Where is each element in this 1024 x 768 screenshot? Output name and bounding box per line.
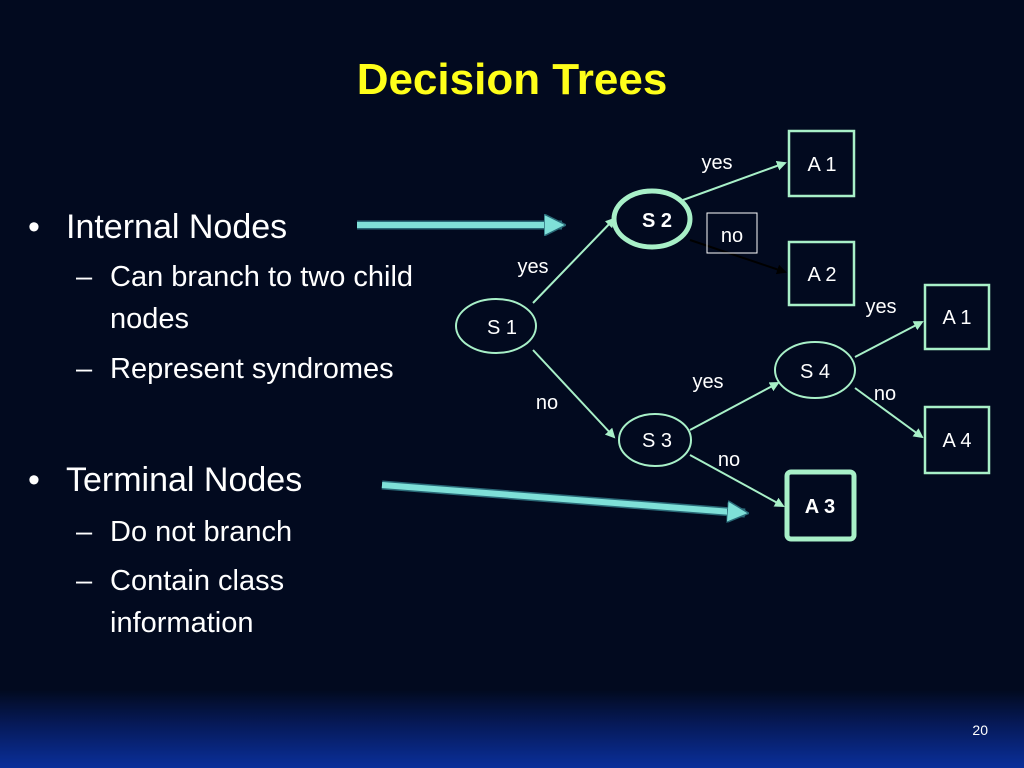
edge-s4-a1 — [854, 321, 924, 358]
edge-label-s3-yes: yes — [692, 371, 723, 393]
sub-bullet-continuation: nodes — [110, 303, 190, 335]
edge-s3-s4 — [689, 382, 780, 431]
bullet-internal-nodes: • Internal Nodes — [28, 207, 287, 247]
dash: – — [76, 565, 93, 597]
page-number: 20 — [972, 722, 988, 738]
node-a2-label: A 2 — [808, 264, 837, 286]
edge-label-s4-no: no — [874, 383, 896, 405]
edge-s4-a4 — [854, 387, 924, 439]
edge-label-s1-no: no — [536, 392, 558, 414]
slide-title: Decision Trees — [356, 55, 668, 104]
sub-bullet-text: Represent syndromes — [110, 353, 394, 385]
node-a1-right — [923, 283, 991, 351]
edge-label-s2-yes: yes — [701, 152, 732, 174]
edge-s1-s3 — [532, 349, 616, 439]
node-a1-top-label: A 1 — [808, 154, 837, 176]
node-s1 — [455, 298, 537, 354]
node-a4-label: A 4 — [943, 430, 972, 452]
terminal-nodes-pointer-arrow — [381, 482, 745, 513]
edge-s2-a1 — [682, 161, 787, 201]
sub-bullet-branch: –Can branch to two child nodes — [76, 256, 476, 340]
node-s2-highlighted — [611, 188, 693, 250]
node-s4-label: S 4 — [800, 361, 830, 383]
bullet-dot: • — [28, 208, 40, 246]
dash: – — [76, 261, 93, 293]
sub-bullet-text: Contain class — [110, 565, 285, 597]
edge-label-s2-no: no — [721, 225, 743, 247]
sub-bullet-no-branch: –Do not branch — [76, 511, 476, 553]
bullet-label: Terminal Nodes — [66, 461, 303, 499]
node-a4 — [923, 405, 991, 475]
node-a1-top — [787, 129, 856, 198]
dash: – — [76, 353, 93, 385]
sub-bullet-syndromes: –Represent syndromes — [76, 348, 476, 390]
node-a3-highlighted — [784, 469, 857, 542]
bullet-dot: • — [28, 461, 40, 499]
node-a1-right-label: A 1 — [943, 307, 972, 329]
sub-bullet-text: Do not branch — [110, 516, 293, 548]
node-s3 — [618, 413, 692, 467]
dash: – — [76, 516, 93, 548]
node-s1-label: S 1 — [487, 317, 517, 339]
node-s4 — [774, 341, 856, 399]
edge-s3-a3 — [689, 454, 785, 507]
node-a2 — [787, 240, 856, 307]
bullet-label: Internal Nodes — [66, 208, 288, 246]
node-s3-label: S 3 — [642, 430, 672, 452]
no-label-box — [706, 212, 758, 254]
edge-label-s4-yes: yes — [865, 296, 896, 318]
bullet-terminal-nodes: • Terminal Nodes — [28, 460, 302, 500]
node-s2-label: S 2 — [642, 210, 672, 232]
edge-s2-a2 — [689, 239, 787, 275]
node-a3-label: A 3 — [805, 496, 835, 518]
edge-s1-s2 — [532, 217, 616, 304]
edge-label-s1-yes: yes — [517, 256, 548, 278]
edge-label-s3-no: no — [718, 449, 740, 471]
sub-bullet-class-info: –Contain class information — [76, 560, 476, 644]
footer-band — [0, 690, 1024, 768]
sub-bullet-text: Can branch to two child — [110, 261, 414, 293]
sub-bullet-continuation: information — [110, 607, 254, 639]
